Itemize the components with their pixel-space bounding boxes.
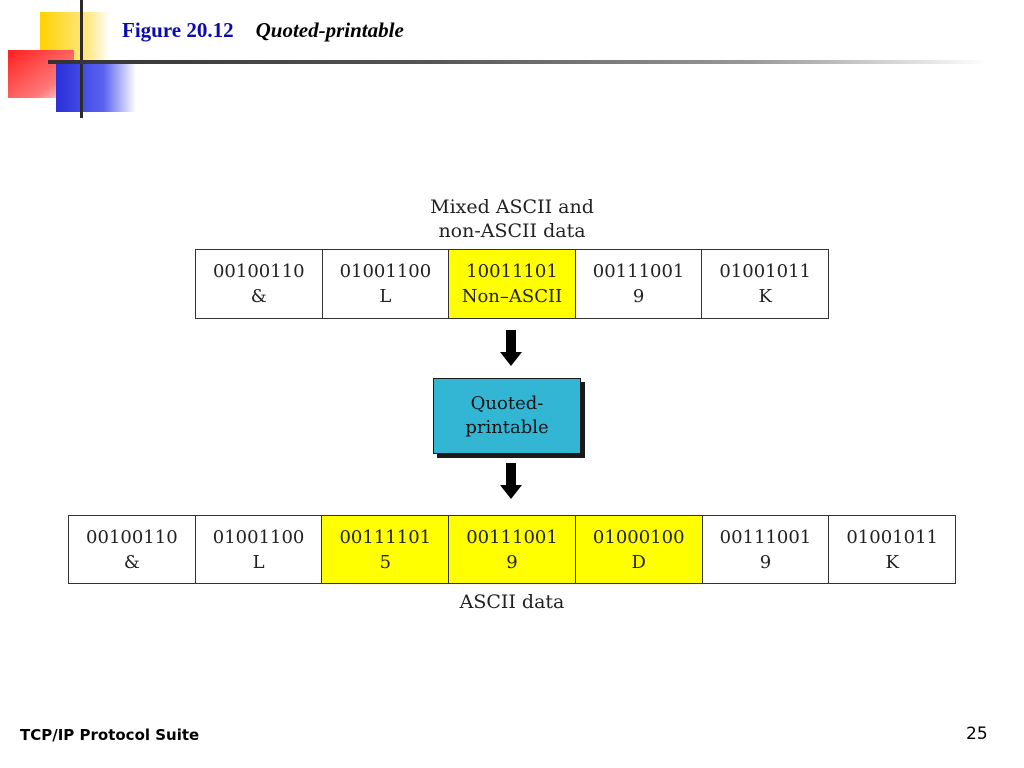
byte-cell: 00111101 5 [322,516,450,583]
byte-bits: 01001100 [339,261,432,282]
byte-cell: 00111001 9 [702,516,830,583]
decorative-blue-square [56,62,136,112]
bottom-caption: ASCII data [459,591,565,613]
footer-title: TCP/IP Protocol Suite [20,726,200,744]
slide-title: Figure 20.12 Quoted-printable [122,18,404,43]
byte-char: & [250,286,267,307]
process-box-line-2: printable [465,417,549,438]
byte-char: L [379,286,392,307]
byte-bits: 00111101 [339,526,432,548]
byte-bits: 00111001 [466,526,558,548]
byte-char: K [885,551,899,573]
byte-bits: 01000100 [592,526,685,548]
byte-bits: 00111001 [592,261,685,282]
byte-char: Non–ASCII [461,286,563,307]
figure-label: Figure 20.12 [122,18,234,42]
byte-char: 9 [759,551,772,573]
top-caption: Mixed ASCII and non-ASCII data [380,195,644,243]
title-underline [48,60,988,64]
byte-bits: 01001011 [719,261,811,282]
byte-cell: 00100110 & [196,250,323,318]
byte-cell: 00100110 & [69,516,196,583]
byte-char: 9 [506,551,518,573]
process-box-line-1: Quoted- [470,393,544,414]
down-arrow-icon [500,463,522,499]
byte-char: 9 [632,286,645,307]
byte-char: K [758,286,772,307]
byte-cell: 00111001 9 [575,250,703,318]
figure-subtitle: Quoted-printable [255,18,404,42]
byte-bits: 01001100 [212,526,305,548]
byte-bits: 01001011 [846,526,938,548]
down-arrow-icon [500,330,522,366]
byte-char: L [252,551,265,573]
byte-bits: 00100110 [212,261,305,282]
decorative-vertical-line [80,0,83,118]
byte-bits: 00111001 [719,526,812,548]
quoted-printable-box: Quoted- printable [433,378,581,454]
byte-char: 5 [379,551,392,573]
byte-char: & [123,551,140,573]
byte-char: D [631,551,646,573]
top-caption-line-2: non-ASCII data [438,220,586,242]
byte-bits: 10011101 [466,261,558,282]
byte-bits: 00100110 [86,526,178,548]
page-number: 25 [966,724,988,744]
byte-cell: 00111001 9 [449,516,576,583]
top-caption-line-1: Mixed ASCII and [430,196,594,218]
